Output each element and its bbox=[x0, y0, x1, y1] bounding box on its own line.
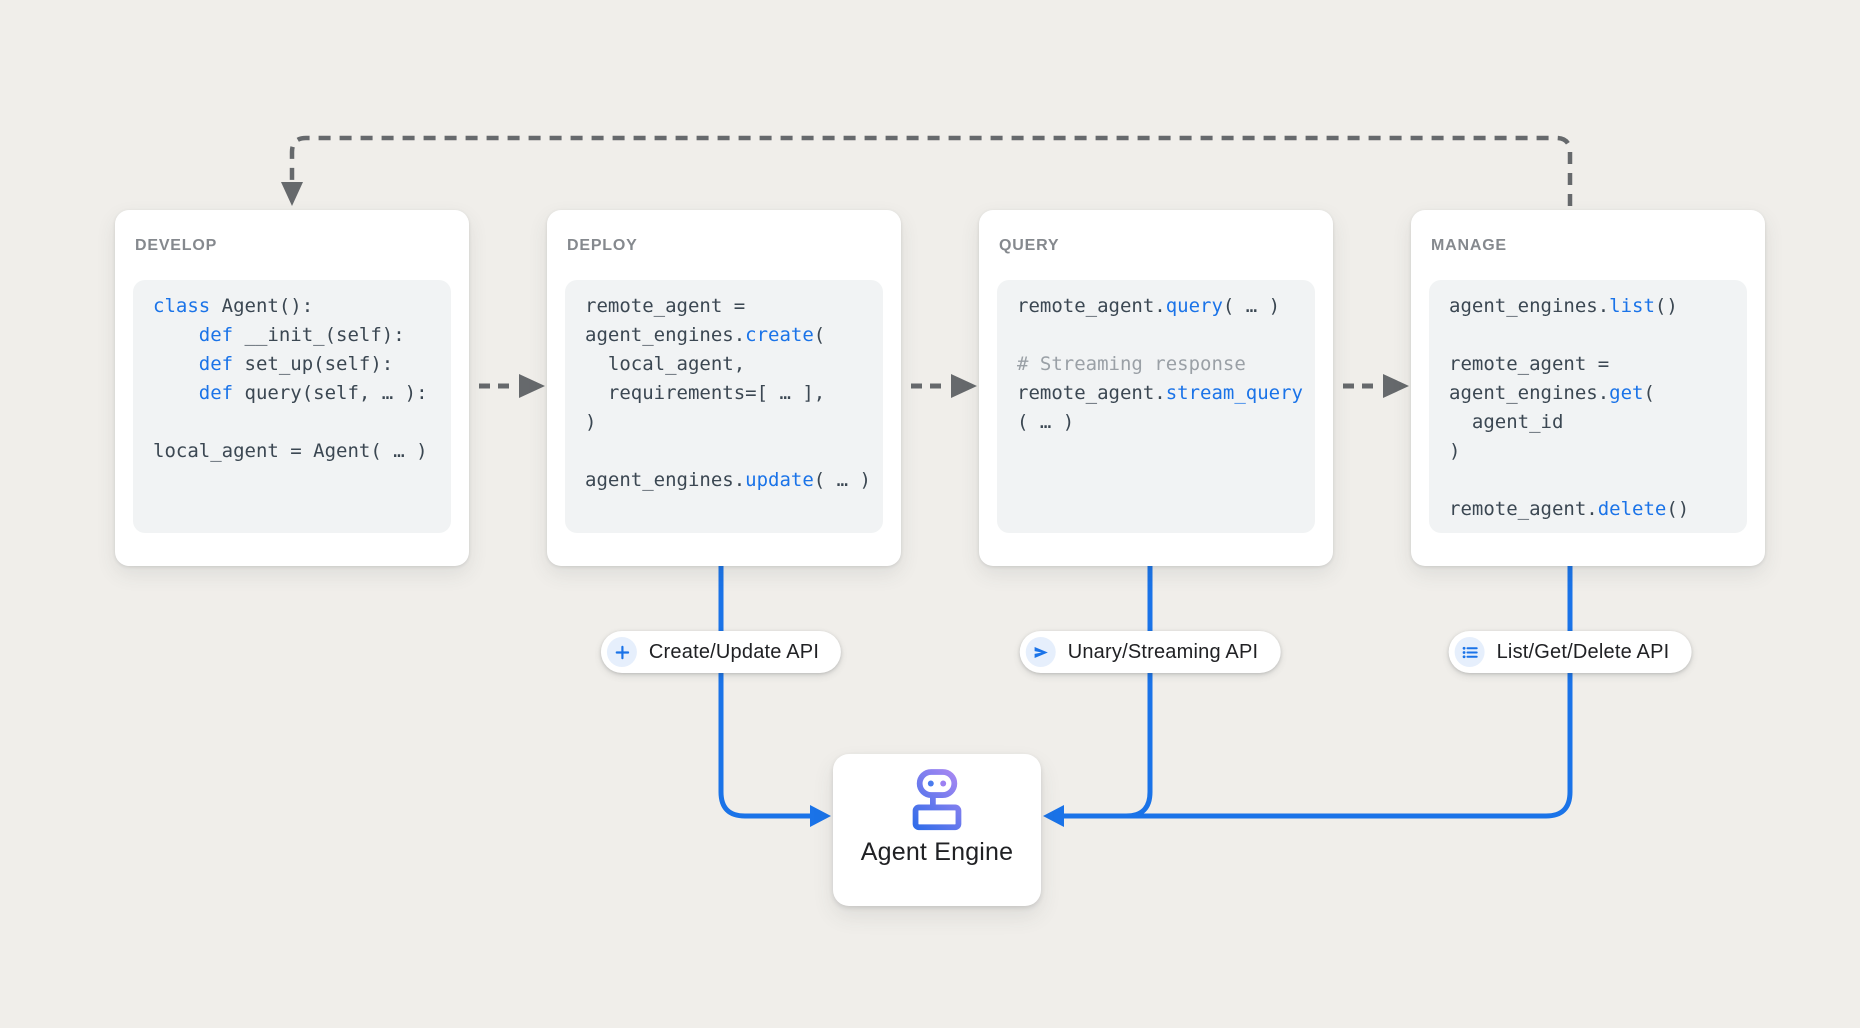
manage-to-develop-dashed-line bbox=[289, 135, 1573, 206]
list-get-delete-api-pill: List/Get/Delete API bbox=[1448, 631, 1692, 673]
code-line bbox=[1017, 321, 1315, 350]
code-line bbox=[585, 437, 883, 466]
code-line: remote_agent = bbox=[585, 295, 746, 317]
card-title: QUERY bbox=[999, 237, 1060, 254]
plus-icon bbox=[606, 637, 637, 667]
code-block: agent_engines.list() remote_agent = agent… bbox=[1429, 280, 1747, 533]
robot-icon bbox=[912, 769, 962, 831]
code-line: local_agent, bbox=[585, 353, 746, 375]
pill-label: Create/Update API bbox=[648, 640, 820, 663]
code-line: # Streaming response bbox=[1017, 353, 1246, 375]
card-title: MANAGE bbox=[1431, 237, 1507, 254]
arrowhead-right-icon bbox=[810, 805, 831, 827]
code-line: ( … ) bbox=[1017, 411, 1075, 433]
code-line: remote_agent = bbox=[1449, 353, 1610, 375]
code-line: remote_agent.delete() bbox=[1449, 498, 1690, 520]
code-line: def set_up(self): bbox=[198, 353, 394, 375]
code-line bbox=[153, 408, 451, 437]
arrowhead-right-icon bbox=[519, 374, 545, 398]
arrowhead-right-icon bbox=[951, 374, 977, 398]
manage-to-engine-connector bbox=[1064, 566, 1573, 819]
code-line: requirements=[ … ], bbox=[585, 382, 826, 404]
code-line: agent_engines.get( bbox=[1449, 382, 1655, 404]
code-line: def __init_(self): bbox=[198, 324, 405, 346]
query-to-engine-connector bbox=[1125, 566, 1153, 819]
unary-streaming-api-pill: Unary/Streaming API bbox=[1019, 631, 1281, 673]
code-block: class Agent(): def __init_(self): def se… bbox=[133, 280, 451, 533]
code-line: local_agent = Agent( … ) bbox=[153, 440, 428, 462]
code-line bbox=[1449, 466, 1747, 495]
card-title: DEVELOP bbox=[135, 237, 218, 254]
list-icon bbox=[1454, 637, 1485, 667]
agent-engine-card: Agent Engine bbox=[833, 754, 1041, 906]
code-line: class Agent(): bbox=[153, 295, 314, 317]
deploy-card: DEPLOY remote_agent = agent_engines.creat… bbox=[547, 210, 901, 566]
code-line: ) bbox=[1449, 440, 1461, 462]
code-line: agent_id bbox=[1449, 411, 1564, 433]
code-line bbox=[1449, 321, 1747, 350]
code-line: ) bbox=[585, 411, 597, 433]
code-line: remote_agent.stream_query bbox=[1017, 382, 1303, 404]
code-line: def query(self, … ): bbox=[198, 382, 428, 404]
manage-card: MANAGE agent_engines.list() remote_agent… bbox=[1411, 210, 1765, 566]
arrowhead-right-icon bbox=[1383, 374, 1409, 398]
develop-card: DEVELOP class Agent(): def __init_(self)… bbox=[115, 210, 469, 566]
agent-engine-label: Agent Engine bbox=[860, 838, 1014, 866]
send-icon bbox=[1025, 637, 1056, 667]
code-line: agent_engines.list() bbox=[1449, 295, 1678, 317]
code-line: agent_engines.create( bbox=[585, 324, 826, 346]
card-title: DEPLOY bbox=[567, 237, 638, 254]
code-line: agent_engines.update( … ) bbox=[585, 469, 871, 491]
pill-label: Unary/Streaming API bbox=[1067, 640, 1259, 663]
pill-label: List/Get/Delete API bbox=[1496, 640, 1670, 663]
code-line: remote_agent.query( … ) bbox=[1017, 295, 1281, 317]
query-card: QUERY remote_agent.query( … ) # Streamin… bbox=[979, 210, 1333, 566]
code-block: remote_agent.query( … ) # Streaming resp… bbox=[997, 280, 1315, 533]
arrowhead-down-icon bbox=[281, 182, 303, 206]
code-block: remote_agent = agent_engines.create( loca… bbox=[565, 280, 883, 533]
create-update-api-pill: Create/Update API bbox=[600, 631, 842, 673]
arrowhead-left-icon bbox=[1043, 805, 1064, 827]
deploy-to-engine-connector bbox=[718, 566, 810, 819]
